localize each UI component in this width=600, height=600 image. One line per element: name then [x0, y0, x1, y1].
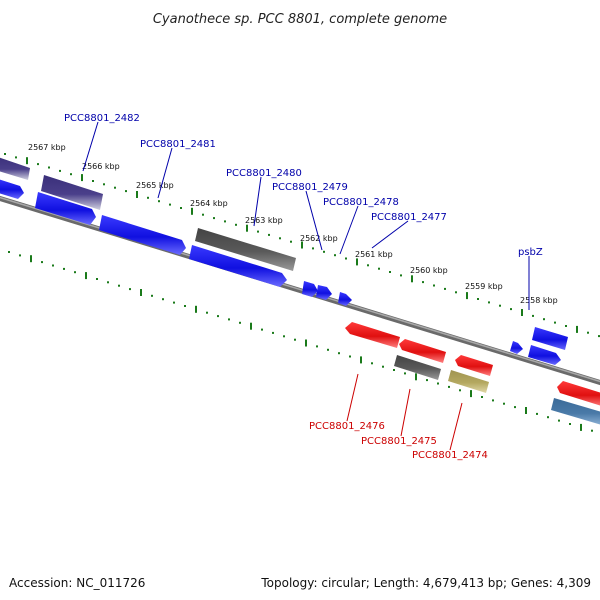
accession-text: Accession: NC_011726 [9, 576, 145, 590]
gene-arrow[interactable] [532, 327, 568, 350]
tick-row-top [4, 153, 600, 338]
gene-arrow[interactable] [528, 345, 561, 365]
gene-arrow[interactable] [189, 245, 287, 287]
gene-arrow[interactable] [35, 192, 96, 225]
gene-arrow[interactable] [510, 341, 523, 354]
kbp-label: 2566 kbp [82, 162, 120, 171]
gene-label[interactable]: PCC8801_2482 [64, 113, 140, 124]
gene-arrow[interactable] [316, 285, 332, 300]
gene-arrow[interactable] [394, 355, 441, 380]
gene-label[interactable]: PCC8801_2481 [140, 139, 216, 150]
gene-arrow[interactable] [455, 355, 493, 376]
kbp-label: 2563 kbp [245, 216, 283, 225]
gene-arrow[interactable] [557, 381, 600, 407]
gene-label[interactable]: PCC8801_2477 [371, 212, 447, 223]
genome-summary-text: Topology: circular; Length: 4,679,413 bp… [260, 576, 591, 590]
gene-arrow[interactable] [551, 398, 600, 426]
gene-arrow[interactable] [345, 322, 400, 348]
gene-arrow[interactable] [0, 156, 30, 180]
gene-arrow[interactable] [338, 292, 352, 306]
kbp-label: 2565 kbp [136, 181, 174, 190]
gene-arrow[interactable] [0, 178, 24, 199]
gene-label[interactable]: PCC8801_2480 [226, 168, 302, 179]
gene-arrow[interactable] [399, 339, 446, 363]
gene-arrow[interactable] [99, 215, 186, 255]
label-leaders [82, 121, 530, 451]
gene-label[interactable]: PCC8801_2479 [272, 182, 348, 193]
tick-row-bottom [8, 251, 593, 432]
kbp-label: 2559 kbp [465, 282, 503, 291]
gene-arrow[interactable] [41, 175, 103, 210]
genome-backbone [0, 195, 600, 386]
reverse-strand-genes [345, 322, 600, 426]
kbp-label: 2558 kbp [520, 296, 558, 305]
gene-labels: PCC8801_2482 PCC8801_2481 PCC8801_2480 P… [64, 113, 543, 461]
gene-arrow[interactable] [448, 370, 489, 393]
kbp-label: 2567 kbp [28, 143, 66, 152]
forward-strand-genes [0, 156, 568, 365]
gene-label[interactable]: psbZ [518, 247, 543, 258]
map-title: Cyanothece sp. PCC 8801, complete genome [153, 12, 447, 27]
kbp-label: 2561 kbp [355, 250, 393, 259]
gene-arrow[interactable] [195, 228, 296, 271]
gene-label[interactable]: PCC8801_2474 [412, 450, 488, 461]
kbp-label: 2564 kbp [190, 199, 228, 208]
gene-label[interactable]: PCC8801_2475 [361, 436, 437, 447]
gene-arrow[interactable] [302, 281, 318, 297]
kbp-label: 2560 kbp [410, 266, 448, 275]
gene-label[interactable]: PCC8801_2476 [309, 421, 385, 432]
gene-label[interactable]: PCC8801_2478 [323, 197, 399, 208]
